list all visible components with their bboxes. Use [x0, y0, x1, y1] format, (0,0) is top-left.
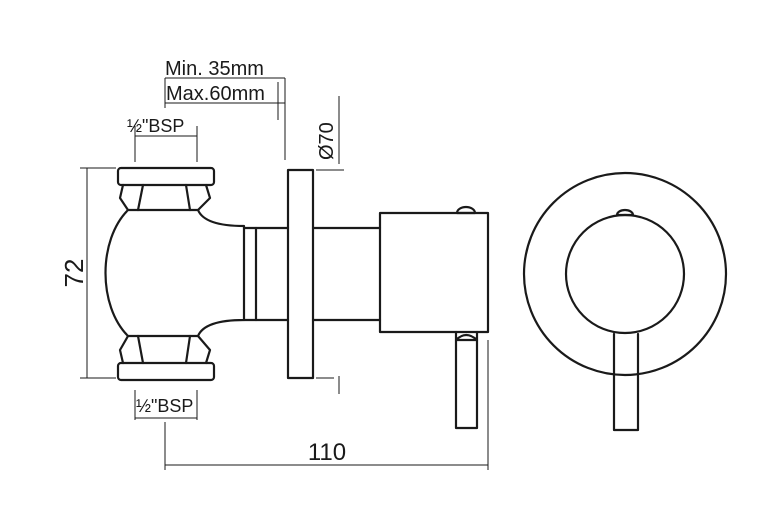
valve-stem [311, 226, 382, 322]
bottom-inlet-nut [116, 334, 216, 382]
valve-body [104, 208, 290, 338]
side-view [104, 166, 490, 430]
front-view [522, 171, 728, 432]
indicator-dot [455, 205, 477, 215]
lever [454, 330, 479, 430]
dimension-inlet-top: ½"BSP [127, 116, 198, 162]
handle-body [378, 211, 490, 334]
wall-flange [286, 168, 315, 380]
dimension-inlet-bottom: ½"BSP [134, 390, 198, 420]
min-depth-label: Min. 35mm [165, 58, 264, 80]
max-depth-label: Max.60mm [166, 83, 265, 105]
handle-circle [564, 213, 686, 335]
top-inlet-nut [116, 166, 216, 212]
diameter-label: Ø70 [316, 122, 338, 160]
front-lever [612, 332, 640, 432]
height-label: 72 [59, 259, 89, 288]
dimension-length: 110 [164, 340, 489, 470]
flange-outer-circle [522, 171, 728, 377]
front-indicator-dot [615, 208, 635, 217]
dimension-height: 72 [59, 167, 116, 379]
dimension-depth: Min. 35mm Max.60mm [164, 58, 286, 160]
dimension-diameter: Ø70 [316, 96, 344, 394]
inlet-bottom-label: ½"BSP [136, 396, 193, 416]
inlet-top-label: ½"BSP [127, 116, 184, 136]
length-label: 110 [308, 439, 346, 466]
